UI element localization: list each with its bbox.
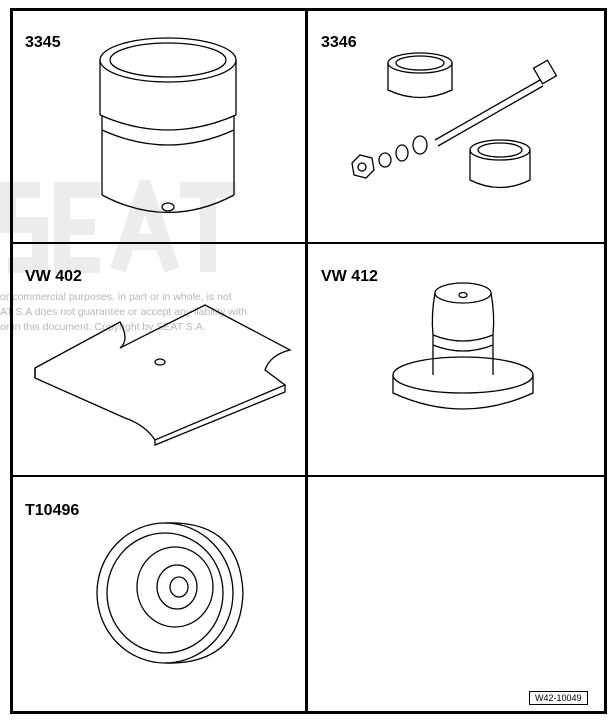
tool-label-3346: 3346 — [321, 34, 357, 51]
tool-label-t10496: T10496 — [25, 502, 80, 519]
divider-horizontal — [10, 242, 604, 244]
figure-code: W42-10049 — [529, 691, 588, 705]
tool-label-vw412: VW 412 — [321, 268, 378, 285]
tool-label-3345: 3345 — [25, 34, 61, 51]
cylinder-sleeve-drawing — [99, 37, 237, 214]
divider-horizontal — [10, 475, 604, 477]
divider-vertical — [305, 8, 308, 711]
pressure-disc-drawing — [96, 522, 244, 664]
base-plate-drawing — [34, 304, 292, 446]
bolt-and-sleeve-set-drawing — [351, 52, 558, 189]
figure-frame — [10, 8, 607, 714]
tool-label-vw402: VW 402 — [25, 268, 82, 285]
press-mandrel-drawing — [392, 282, 534, 410]
